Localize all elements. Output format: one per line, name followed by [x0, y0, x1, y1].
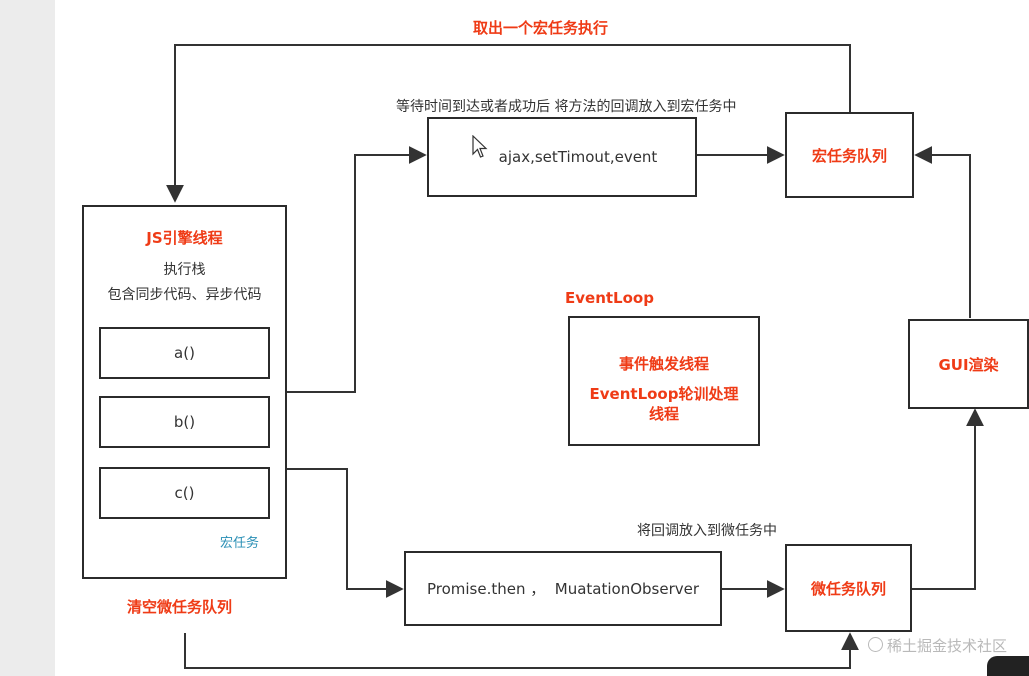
call-stack-label: 执行栈	[163, 262, 206, 278]
arrow-engine-to-macro-source	[287, 146, 427, 393]
micro-source-label: Promise.then ， MuatationObserver	[426, 580, 700, 598]
macro-task-tag: 宏任务	[220, 536, 260, 551]
arrow-micro-queue-to-gui	[912, 408, 984, 590]
macro-source-label: ajax,setTimout,event	[498, 148, 658, 166]
stack-frame: b()	[99, 396, 270, 448]
arrow-gui-to-macro-queue	[914, 146, 971, 318]
macro-queue-label: 宏任务队列	[811, 146, 887, 165]
top-loop-label: 取出一个宏任务执行	[473, 19, 609, 37]
watermark-logo-icon	[867, 637, 883, 652]
arrow-engine-to-micro-source	[287, 468, 404, 598]
left-margin-strip	[0, 0, 55, 676]
event-thread-line3: 线程	[648, 405, 679, 423]
arrow-macro-to-engine	[166, 44, 851, 203]
gui-render-label: GUI渲染	[938, 355, 999, 374]
event-thread-box: 事件触发线程 EventLoop轮训处理 线程	[568, 316, 760, 446]
micro-queue-label: 微任务队列	[810, 579, 886, 598]
macro-queue-box: 宏任务队列	[785, 112, 914, 198]
micro-queue-box: 微任务队列	[785, 544, 912, 632]
micro-source-box: Promise.then ， MuatationObserver	[404, 551, 722, 626]
call-stack-desc: 包含同步代码、异步代码	[107, 287, 262, 303]
event-thread-line2: EventLoop轮训处理	[589, 385, 739, 403]
watermark: 稀土掘金技术社区	[867, 635, 1007, 656]
stack-frame: a()	[99, 327, 270, 379]
async-note: 等待时间到达或者成功后 将方法的回调放入到宏任务中	[396, 99, 737, 115]
micro-note: 将回调放入到微任务中	[637, 523, 777, 539]
event-thread-line1: 事件触发线程	[618, 355, 709, 373]
watermark-text: 稀土掘金技术社区	[886, 637, 1007, 655]
js-engine-title: JS引擎线程	[146, 229, 223, 247]
js-engine-box: JS引擎线程 执行栈 包含同步代码、异步代码 a() b() c() 宏任务	[82, 205, 287, 579]
macro-source-box: ajax,setTimout,event	[427, 117, 697, 197]
corner-overlay	[987, 656, 1029, 676]
stack-frame: c()	[99, 467, 270, 519]
event-loop-label: EventLoop	[565, 289, 654, 307]
gui-render-box: GUI渲染	[908, 319, 1029, 409]
clear-micro-label: 清空微任务队列	[127, 598, 233, 616]
arrow-engine-to-micro-queue	[184, 632, 859, 669]
mouse-cursor-icon	[472, 135, 488, 158]
